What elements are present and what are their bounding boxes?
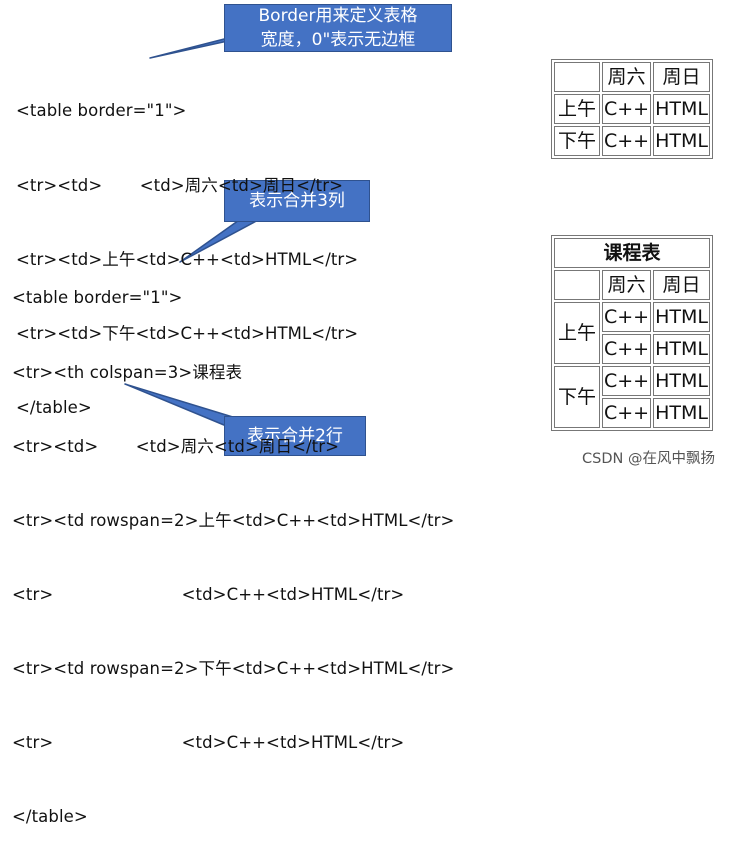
table-cell: 周六 <box>602 270 652 300</box>
code-line: <table border="1"> <box>16 101 187 121</box>
rendered-table-2: 课程表 周六 周日 上午 C++ HTML C++ HTML 下午 C++ HT… <box>551 235 713 431</box>
table-cell: 周日 <box>653 270 710 300</box>
colspan-callout-text: 表示合并3列 <box>249 191 345 211</box>
table-caption: 课程表 <box>554 238 710 268</box>
table-row: 下午 C++ HTML <box>554 126 710 156</box>
code-block-2: <table border="1"> <tr><th colspan=3>课程表… <box>12 237 454 854</box>
rowspan-callout: 表示合并2行 <box>224 416 366 456</box>
code-line: <tr> <td>C++<td>HTML</tr> <box>12 584 405 604</box>
table-row: C++ HTML <box>554 398 710 428</box>
code-line: </table> <box>12 807 88 827</box>
table-cell: HTML <box>653 302 710 332</box>
table-cell: 上午 <box>554 94 600 124</box>
table-row: 上午 C++ HTML <box>554 302 710 364</box>
table-cell: HTML <box>653 366 710 396</box>
code-line: <tr> <td>C++<td>HTML</tr> <box>12 732 405 752</box>
table-cell: HTML <box>653 398 710 428</box>
table-row: 课程表 <box>554 238 710 268</box>
code-line: <tr><td> <td>周六<td>周日</tr> <box>16 175 344 195</box>
table-cell: C++ <box>602 398 652 428</box>
table-row: C++ HTML <box>554 334 710 364</box>
table-cell: C++ <box>602 366 652 396</box>
border-callout-line2: 宽度，0"表示无边框 <box>260 30 416 50</box>
code-block-1: <table border="1"> <tr><td> <td>周六<td>周日… <box>16 50 358 445</box>
table-cell-am: 上午 <box>554 302 600 364</box>
table-cell: C++ <box>602 94 652 124</box>
table-cell <box>554 62 600 92</box>
code-line: <tr><th colspan=3>课程表 <box>12 362 243 382</box>
table-row: 周六 周日 <box>554 62 710 92</box>
table-cell: C++ <box>602 126 652 156</box>
table-cell: C++ <box>602 334 652 364</box>
table-row: 周六 周日 <box>554 270 710 300</box>
table-row: 上午 C++ HTML <box>554 94 710 124</box>
table-cell: HTML <box>653 126 710 156</box>
table-cell: 周六 <box>602 62 652 92</box>
code-line: <tr><td>上午<td>C++<td>HTML</tr> <box>16 249 359 269</box>
table-cell-pm: 下午 <box>554 366 600 428</box>
code-line: <table border="1"> <box>12 288 183 308</box>
rowspan-callout-text: 表示合并2行 <box>247 426 343 446</box>
code-line: <tr><td rowspan=2>下午<td>C++<td>HTML</tr> <box>12 658 455 678</box>
code-line: </table> <box>16 397 92 417</box>
table-cell: HTML <box>653 94 710 124</box>
table-cell: C++ <box>602 302 652 332</box>
colspan-callout: 表示合并3列 <box>224 180 370 222</box>
table-cell: 下午 <box>554 126 600 156</box>
table-row: 下午 C++ HTML <box>554 366 710 428</box>
code-line: <tr><td rowspan=2>上午<td>C++<td>HTML</tr> <box>12 510 455 530</box>
table-cell <box>554 270 600 300</box>
border-callout-line1: Border用来定义表格 <box>258 6 418 26</box>
table-cell: HTML <box>653 334 710 364</box>
rendered-table-1: 周六 周日 上午 C++ HTML 下午 C++ HTML <box>551 59 713 159</box>
border-callout: Border用来定义表格 宽度，0"表示无边框 <box>224 4 452 52</box>
table-cell: 周日 <box>653 62 710 92</box>
code-line: <tr><td> <td>周六<td>周日</tr> <box>12 436 340 456</box>
code-line: <tr><td>下午<td>C++<td>HTML</tr> <box>16 323 359 343</box>
watermark: CSDN @在风中飘扬 <box>582 451 715 467</box>
